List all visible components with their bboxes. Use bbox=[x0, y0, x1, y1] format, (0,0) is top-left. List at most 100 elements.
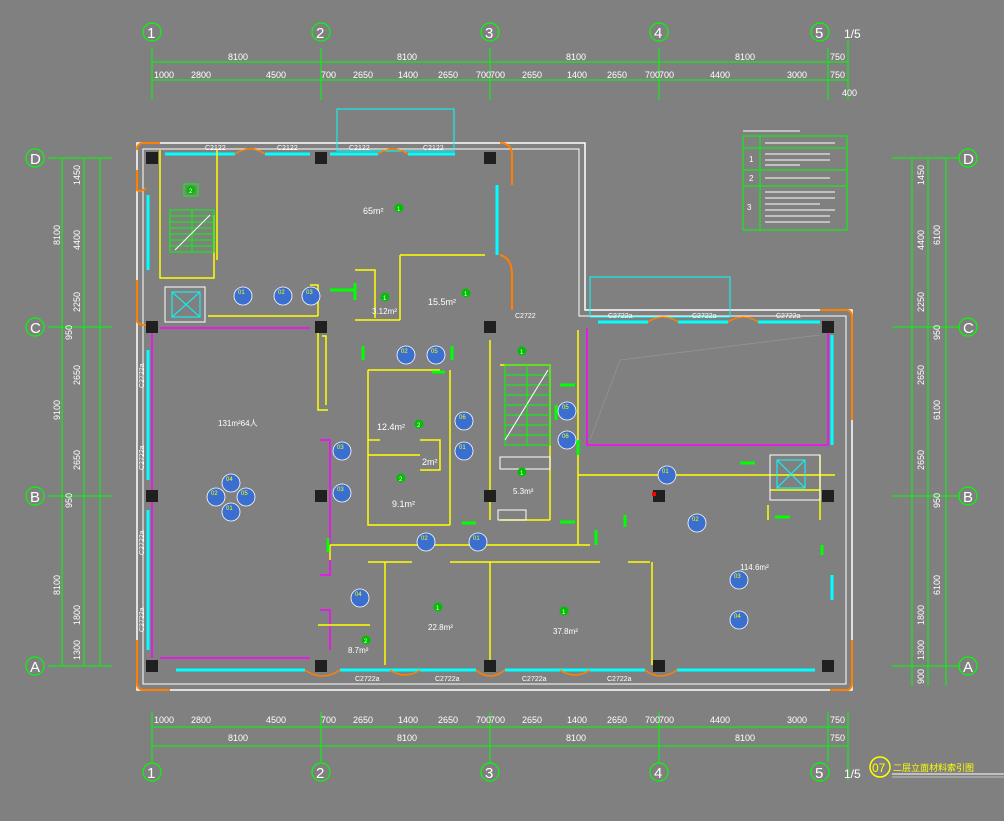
svg-text:04: 04 bbox=[226, 477, 233, 483]
dim-left-major-1: 8100 bbox=[52, 225, 62, 245]
dim-top-minor-10: 2650 bbox=[522, 70, 542, 80]
window-label-bottom-1: C2722a bbox=[355, 676, 380, 683]
svg-text:03: 03 bbox=[337, 445, 344, 451]
grid-label-A-right: A bbox=[963, 659, 973, 676]
dim-top-major-5: 750 bbox=[830, 52, 845, 62]
grid-label-1: 1 bbox=[147, 25, 155, 42]
dim-bottom-minor-16: 3000 bbox=[787, 715, 807, 725]
room-number: 1 bbox=[562, 610, 566, 616]
grid-label-D-right: D bbox=[963, 151, 974, 168]
index-tag: 01 bbox=[233, 286, 253, 306]
index-tag: 02 bbox=[416, 532, 436, 552]
svg-text:05: 05 bbox=[562, 405, 569, 411]
dim-bottom-minor-17: 750 bbox=[830, 715, 845, 725]
staircase-center bbox=[497, 364, 551, 521]
dim-bottom-minor-4: 700 bbox=[321, 715, 336, 725]
dim-top-minor-6: 1400 bbox=[398, 70, 418, 80]
dim-bottom-major-5: 750 bbox=[830, 733, 845, 743]
index-tag: 05 bbox=[557, 401, 577, 421]
dim-left-major-2: 9100 bbox=[52, 400, 62, 420]
window-label-bottom-2: C2722a bbox=[435, 676, 460, 683]
index-tag: 01 bbox=[454, 441, 474, 461]
legend-row-2: 2 bbox=[749, 174, 754, 183]
room-number: 2 bbox=[364, 639, 368, 645]
dim-top-minor-17: 750 bbox=[830, 70, 845, 80]
svg-text:03: 03 bbox=[337, 487, 344, 493]
bottom-dimension-chain bbox=[151, 712, 849, 780]
dim-bottom-minor-7: 2650 bbox=[438, 715, 458, 725]
dim-left-minor-6: 1800 bbox=[72, 605, 82, 625]
index-tag: 02 bbox=[687, 513, 707, 533]
dim-right-major-2: 6100 bbox=[932, 400, 942, 420]
dim-bottom-minor-8: 700 bbox=[476, 715, 491, 725]
title-text: 二层立面材料索引图 bbox=[893, 762, 974, 774]
dim-left-minor-2: 4400 bbox=[72, 230, 82, 250]
dim-top-major-1: 8100 bbox=[228, 52, 248, 62]
svg-text:02: 02 bbox=[211, 491, 218, 497]
staircase-left bbox=[169, 183, 215, 253]
area-big-left: 131m²64人 bbox=[218, 419, 258, 428]
window-label-right-1: C2722a bbox=[608, 313, 633, 320]
area-top-room: 65m² bbox=[363, 206, 384, 216]
dim-top-minor-5: 2650 bbox=[353, 70, 373, 80]
grid-label-5: 5 bbox=[815, 25, 823, 42]
material-index-tags: 01 02 03 02 05 03 03 04 02 05 01 06 01 0… bbox=[206, 286, 749, 630]
magenta-lines bbox=[151, 327, 829, 659]
door-arcs bbox=[234, 148, 759, 677]
right-bay-window bbox=[589, 276, 731, 318]
index-tag: 04 bbox=[350, 588, 370, 608]
grid-label-A: A bbox=[30, 659, 40, 676]
dim-top-extra: 400 bbox=[842, 88, 857, 98]
dim-bottom-minor-15: 4400 bbox=[710, 715, 730, 725]
area-mid1: 12.4m² bbox=[377, 422, 405, 432]
grid-label-4-bottom: 4 bbox=[654, 765, 662, 782]
window-label-left-2: C2722a bbox=[139, 445, 146, 470]
dim-top-minor-4: 700 bbox=[321, 70, 336, 80]
dim-top-minor-1: 1000 bbox=[154, 70, 174, 80]
index-tag: 05 bbox=[426, 345, 446, 365]
room-number: 1 bbox=[397, 207, 401, 213]
svg-text:03: 03 bbox=[306, 290, 313, 296]
dim-right-small-3: 900 bbox=[916, 669, 926, 684]
top-bay-window bbox=[336, 108, 455, 152]
room-number-marks: 1 1 1 1 2 2 1 1 2 1 2 bbox=[186, 185, 569, 645]
svg-text:01: 01 bbox=[473, 536, 480, 542]
index-tag: 01 bbox=[221, 502, 241, 522]
grid-label-B-right: B bbox=[963, 489, 973, 506]
room-number: 1 bbox=[520, 471, 524, 477]
index-tag: 03 bbox=[332, 483, 352, 503]
grid-label-D: D bbox=[30, 151, 41, 168]
dim-bottom-major-3: 8100 bbox=[566, 733, 586, 743]
elevator-shafts bbox=[164, 286, 821, 501]
left-dimension-chain bbox=[48, 157, 112, 667]
area-small2: 15.5m² bbox=[428, 297, 456, 307]
dim-bottom-minor-1: 1000 bbox=[154, 715, 174, 725]
room-number: 2 bbox=[417, 423, 421, 429]
dim-top-minor-11: 1400 bbox=[567, 70, 587, 80]
grid-label-1-5-bottom: 1/5 bbox=[844, 767, 861, 781]
exterior-walls bbox=[136, 142, 853, 691]
dim-right-minor-6: 1800 bbox=[916, 605, 926, 625]
dim-top-minor-15: 4400 bbox=[710, 70, 730, 80]
grid-label-1-5: 1/5 bbox=[844, 27, 861, 41]
room-number: 2 bbox=[399, 477, 403, 483]
window-label-left-3: C2722a bbox=[139, 530, 146, 555]
index-tag: 01 bbox=[657, 465, 677, 485]
dim-bottom-minor-6: 1400 bbox=[398, 715, 418, 725]
index-tag: 02 bbox=[273, 286, 293, 306]
dim-bottom-minor-13: 700 bbox=[645, 715, 660, 725]
svg-text:05: 05 bbox=[241, 491, 248, 497]
window-label-top-3: C2122 bbox=[349, 145, 370, 152]
dim-bottom-major-4: 8100 bbox=[735, 733, 755, 743]
legend-table bbox=[742, 135, 848, 231]
dim-bottom-major-2: 8100 bbox=[397, 733, 417, 743]
dim-top-minor-3: 4500 bbox=[266, 70, 286, 80]
area-small1: 3.12m² bbox=[372, 307, 397, 316]
index-tag: 03 bbox=[729, 570, 749, 590]
legend-row-numbers: 1 2 3 bbox=[747, 155, 754, 212]
dim-right-major-1: 6100 bbox=[932, 225, 942, 245]
index-tag: 06 bbox=[557, 430, 577, 450]
svg-text:06: 06 bbox=[562, 434, 569, 440]
leader-line-2 bbox=[589, 359, 621, 441]
